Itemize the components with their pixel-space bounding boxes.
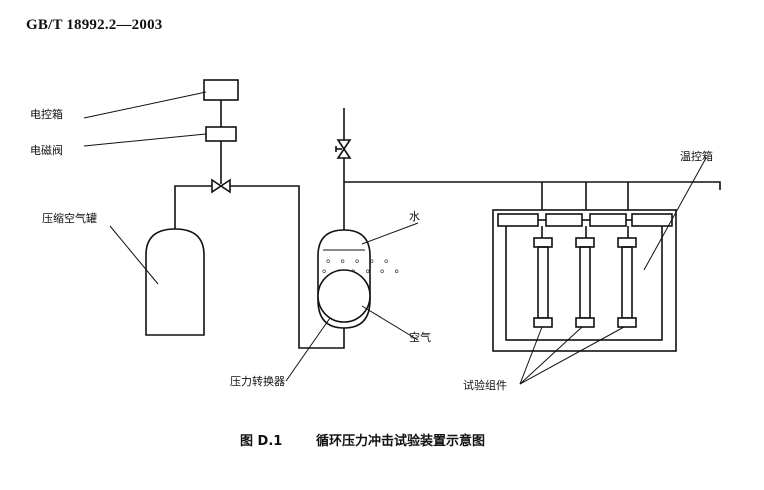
svg-text:。 。 。 。 。: 。 。 。 。 。 bbox=[326, 252, 395, 265]
label-air-tank: 压缩空气罐 bbox=[42, 211, 97, 225]
inlet-valve-icon bbox=[336, 139, 352, 151]
label-water: 水 bbox=[409, 210, 420, 223]
test-assembly-1 bbox=[533, 226, 553, 328]
test-assembly-2 bbox=[575, 226, 595, 328]
test-assembly-3 bbox=[617, 226, 637, 328]
air-bladder bbox=[317, 269, 371, 323]
standard-code: GB/T 18992.2—2003 bbox=[26, 17, 163, 33]
air-tank bbox=[145, 228, 205, 336]
label-solenoid-valve: 电磁阀 bbox=[30, 143, 63, 157]
figure-number: 图 D.1 bbox=[240, 434, 282, 449]
control-box bbox=[203, 79, 239, 101]
label-control-box: 电控箱 bbox=[30, 107, 63, 121]
solenoid-valve bbox=[205, 126, 237, 142]
label-pressure-converter: 压力转换器 bbox=[230, 374, 285, 388]
water-pipe bbox=[344, 181, 721, 190]
figure-title: 循环压力冲击试验装置示意图 bbox=[316, 433, 485, 449]
label-test-assembly: 试验组件 bbox=[463, 378, 507, 392]
label-temp-box: 温控箱 bbox=[680, 149, 713, 163]
label-air: 空气 bbox=[409, 330, 431, 344]
temp-control-box bbox=[492, 209, 677, 352]
air-pipe bbox=[174, 185, 212, 233]
